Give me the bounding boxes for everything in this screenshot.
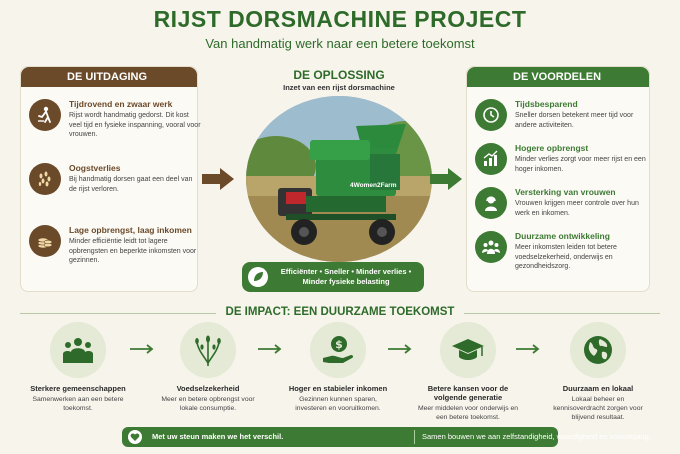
arrow-right-icon (130, 344, 154, 354)
challenge-panel: DE UITDAGING Tijdrovend en zwaar werk Ri… (20, 66, 201, 292)
benefit-item-desc: Vrouwen krijgen meer controle over hun w… (515, 200, 639, 217)
coins-icon (29, 225, 61, 257)
impact-item-desc: Samenwerken aan een betere toekomst. (32, 396, 124, 412)
benefit-item-title: Hogere opbrengst (515, 143, 589, 153)
benefit-item-title: Duurzame ontwikkeling (515, 231, 610, 241)
graduation-cap-icon (440, 322, 496, 378)
arrow-right-icon (388, 344, 412, 354)
impact-item-title: Voedselzekerheid (176, 384, 240, 393)
impact-item-desc: Lokaal beheer en kennisoverdracht zorgen… (553, 396, 643, 421)
solution-subheading: Inzet van een rijst dorsmachine (283, 83, 395, 92)
challenge-item-title: Lage opbrengst, laag inkomen (69, 225, 192, 235)
impact-item-title: Duurzaam en lokaal (562, 384, 634, 393)
benefit-item-desc: Sneller dorsen betekent meer tijd voor a… (515, 112, 634, 129)
farmer-icon (29, 99, 61, 131)
arrow-right-icon (258, 344, 282, 354)
impact-item-desc: Meer en betere opbrengst voor lokale con… (161, 396, 255, 412)
challenge-item-title: Oogstverlies (69, 163, 121, 173)
benefit-item-desc: Meer inkomsten leiden tot betere voedsel… (515, 244, 617, 270)
impact-item: Betere kansen voor de volgende generatie… (416, 322, 520, 422)
growth-chart-icon (475, 143, 507, 175)
solution-benefits-banner: Efficiënter • Sneller • Minder verlies •… (242, 262, 424, 292)
divider (20, 313, 216, 314)
machine-photo: 4Women2Farm (246, 96, 432, 262)
impact-item-desc: Meer middelen voor onderwijs en een bete… (417, 405, 519, 421)
grain-icon (29, 163, 61, 195)
divider (464, 313, 660, 314)
money-hand-icon: $ (310, 322, 366, 378)
woman-icon (475, 187, 507, 219)
impact-item: Sterkere gemeenschappen Samenwerken aan … (26, 322, 130, 413)
challenge-item-title: Tijdrovend en zwaar werk (69, 99, 173, 109)
impact-item: Voedselzekerheid Meer en betere opbrengs… (156, 322, 260, 413)
footer-bold-text: Met uw steun maken we het verschil. (152, 432, 284, 441)
community-icon (475, 231, 507, 263)
benefits-panel: DE VOORDELEN Tijdsbesparend Sneller dors… (466, 66, 650, 292)
impact-item: $ Hoger en stabieler inkomen Gezinnen ku… (286, 322, 390, 413)
leaf-icon (248, 267, 268, 287)
impact-heading: DE IMPACT: EEN DUURZAME TOEKOMST (225, 306, 455, 318)
footer-banner: Met uw steun maken we het verschil. Same… (122, 427, 651, 447)
divider (414, 430, 415, 444)
benefit-item-title: Tijdsbesparend (515, 99, 578, 109)
impact-item-title: Hoger en stabieler inkomen (288, 384, 388, 393)
people-icon (50, 322, 106, 378)
benefits-heading: DE VOORDELEN (467, 67, 649, 87)
solution-benefits-line-2: Minder fysieke belasting (302, 277, 390, 286)
heart-hand-icon (128, 430, 142, 444)
impact-item: Duurzaam en lokaal Lokaal beheer en kenn… (546, 322, 650, 422)
page-subtitle: Van handmatig werk naar een betere toeko… (205, 36, 475, 51)
globe-icon (570, 322, 626, 378)
solution-benefits-line-1: Efficiënter • Sneller • Minder verlies • (280, 267, 412, 276)
arrow-right-icon (516, 344, 540, 354)
impact-item-desc: Gezinnen kunnen sparen, investeren en vo… (295, 396, 381, 412)
challenge-item-desc: Minder efficiëntie leidt tot lagere opbr… (69, 238, 197, 264)
footer-text: Samen bouwen we aan zelfstandigheid, waa… (422, 432, 651, 441)
svg-text:$: $ (335, 338, 343, 351)
arrow-right-icon (202, 168, 234, 190)
benefit-item-desc: Minder verlies zorgt voor meer rijst en … (515, 156, 646, 173)
arrow-right-icon (430, 168, 462, 190)
impact-item-title: Betere kansen voor de volgende generatie (427, 384, 509, 402)
clock-icon (475, 99, 507, 131)
page-title: RIJST DORSMACHINE PROJECT (153, 6, 527, 32)
challenge-item-desc: Rijst wordt handmatig gedorst. Dit kost … (69, 112, 201, 138)
impact-item-title: Sterkere gemeenschappen (30, 384, 126, 393)
solution-heading: DE OPLOSSING (293, 68, 385, 82)
rice-plant-icon (180, 322, 236, 378)
challenge-heading: DE UITDAGING (21, 67, 197, 87)
machine-label: 4Women2Farm (350, 182, 397, 189)
benefit-item-title: Versterking van vrouwen (515, 187, 616, 197)
challenge-item-desc: Bij handmatig dorsen gaat een deel van d… (69, 176, 193, 193)
